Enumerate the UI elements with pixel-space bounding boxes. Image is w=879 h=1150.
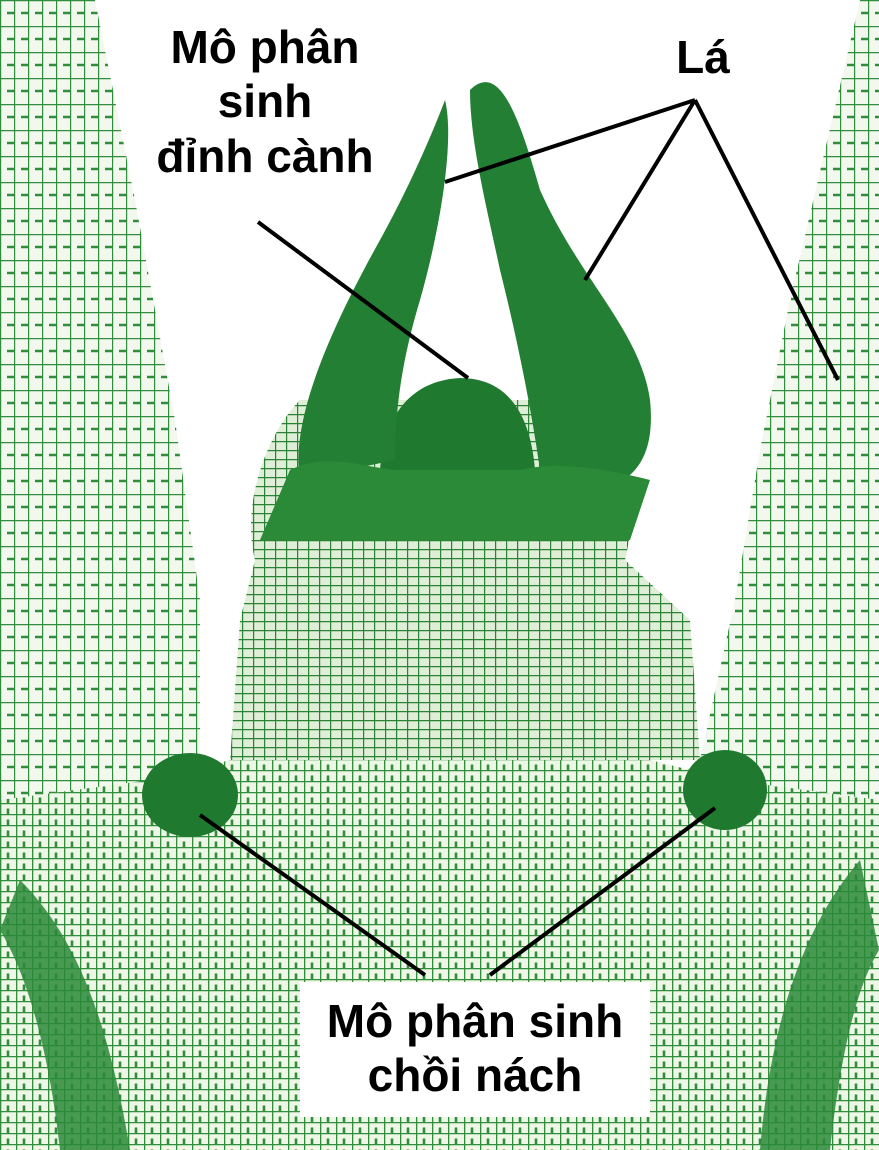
apical-label-line-2: sinh [140, 74, 390, 128]
apical-meristem-label: Mô phân sinh đỉnh cành [140, 20, 390, 183]
axillary-meristem-label: Mô phân sinh chồi nách [300, 982, 650, 1117]
axillary-label-line-1: Mô phân sinh [300, 994, 650, 1048]
apical-label-line-1: Mô phân [140, 20, 390, 74]
right-leaf-tissue [700, 0, 879, 830]
shoulder-tissue [260, 461, 650, 540]
left-axillary-meristem [142, 753, 238, 837]
right-axillary-meristem [683, 750, 767, 830]
axillary-label-line-2: chồi nách [300, 1048, 650, 1102]
leaf-label: Lá [662, 30, 744, 84]
apical-meristem-dome [380, 378, 535, 470]
leaf-pointer-line-2 [585, 100, 695, 280]
apical-label-line-3: đỉnh cành [140, 129, 390, 183]
leaf-label-text: Lá [662, 30, 744, 84]
